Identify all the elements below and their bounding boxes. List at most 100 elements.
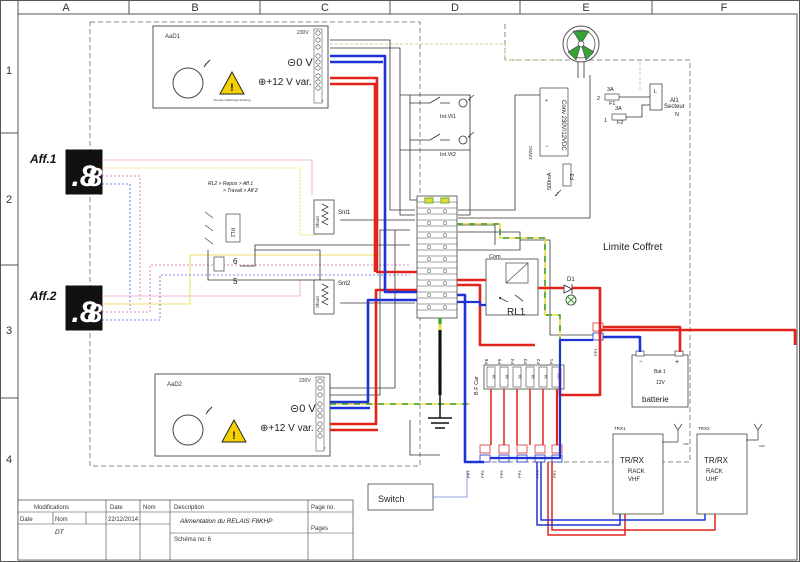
svg-text:.8: .8	[71, 296, 96, 329]
aad2-230v: 230V	[299, 378, 311, 384]
shunt1-text: Shunt	[315, 215, 320, 228]
svg-text:8: 8	[88, 298, 103, 328]
shunt-snt1: Shunt Snt1	[313, 199, 351, 235]
bat-voltage: 12V	[656, 380, 666, 386]
conv-minus: −	[545, 144, 549, 150]
rl2-note-1: RL2 > Repos > Aff.1	[208, 181, 253, 187]
control-wires	[330, 39, 600, 456]
row-label-4: 4	[6, 454, 12, 466]
bat-minus: −	[639, 359, 643, 365]
battery: − + Bat 1 12V batterie	[631, 350, 689, 408]
aad1-0v: ⊝0 V	[287, 57, 313, 69]
trx2-trrx: TR/RX	[704, 456, 729, 465]
display-aff2: Aff.2 .8 8	[29, 285, 103, 331]
fuse-pin-1: 1	[604, 118, 607, 124]
tb-date-value: 22/12/2014	[108, 517, 139, 523]
fuse-val-f6: 2A	[492, 374, 496, 379]
int-vt2-label: Int.Vt2	[440, 152, 456, 158]
fuse-f4: F4	[510, 358, 515, 364]
tb-page-no: Page no.	[311, 505, 335, 511]
secteur-label: Secteur	[664, 104, 685, 110]
switch-intvt1: Int.Vt1	[410, 94, 475, 120]
aad2-0v: ⊝0 V	[290, 403, 316, 415]
column-label-b: B	[191, 2, 198, 14]
switch-label: Switch	[378, 494, 405, 504]
row-header: 1 2 3 4	[0, 65, 18, 466]
fuse-val-f4: 2A	[518, 374, 522, 379]
fuse-f3: F3	[523, 358, 528, 364]
row-label-1: 1	[6, 65, 12, 77]
rl2-pin-6: 6	[233, 257, 238, 266]
pp2-label: PP2	[552, 470, 557, 478]
aad1-230v: 230V	[297, 30, 309, 36]
n-label: N	[675, 112, 679, 118]
tb-author: DT	[55, 529, 65, 536]
fuse-3a-2: 3A	[615, 106, 622, 112]
svg-text:!: !	[230, 82, 234, 94]
row-label-2: 2	[6, 194, 12, 206]
fan	[562, 25, 600, 78]
svg-text:8: 8	[88, 162, 103, 192]
antenna-icon	[746, 423, 763, 441]
aad2-12v: ⊕+12 V var.	[260, 423, 314, 434]
tb-date-head: Date	[110, 505, 123, 511]
fuse-block-label: B.F Car	[474, 376, 480, 395]
trx1-vhf: VHF	[628, 477, 640, 483]
aad2-adjust-icon	[205, 406, 213, 415]
column-label-f: F	[721, 2, 728, 14]
conv-out-label: 12VDC	[528, 145, 533, 160]
trx1-label: TRX1	[614, 426, 626, 431]
snt2-label: Snt2	[338, 281, 351, 287]
enclosure-right	[475, 24, 691, 463]
aad2-label: AaD2	[167, 382, 183, 388]
power-supply-aad1: AaD1 ! Attention Warnings Achtung 230V ⊝…	[152, 25, 329, 109]
rl2-pin-5: 5	[233, 277, 238, 286]
tb-modifications: Modifications	[34, 505, 69, 511]
title-block: Modifications Date Nom Date Nom Descript…	[17, 499, 354, 561]
warning-icon: !	[221, 418, 247, 443]
fuse-val-f5: 2A	[505, 374, 509, 379]
tb-schema: Schéma no: 6	[174, 537, 212, 543]
fuse-f1: F1	[549, 358, 554, 364]
fuse-pin-2: 2	[597, 96, 600, 102]
warning-icon: !	[219, 70, 245, 95]
rl1-com-label: Com	[489, 254, 501, 260]
aad1-12v: ⊕+12 V var.	[258, 77, 312, 88]
aad1-label: AaD1	[165, 34, 181, 40]
display-aff1: Aff.1 .8 8	[29, 149, 103, 195]
aff1-label: Aff.1	[29, 152, 57, 166]
relay-rl2: RL2 > Repos > Aff.1 > Travail > Aff.2 RL…	[204, 181, 410, 286]
radio-trx1: TRX1 TR/RX RACK VHF VHF	[612, 423, 689, 515]
aad2-dial	[172, 414, 204, 446]
shunt2-text: Shunt	[315, 295, 320, 308]
ma500-label: 500mA	[547, 172, 553, 190]
power-supply-aad2: AaD2 ! 230V ⊝0 V ⊕+12 V var. Var	[154, 373, 331, 457]
tb-nom-col: Nom	[55, 517, 68, 523]
int-vt1-label: Int.Vt1	[440, 114, 456, 120]
fuse-f6: F6	[484, 358, 489, 364]
pp1-label: PP1	[593, 348, 598, 356]
fuse-val-f3: 2A	[531, 374, 535, 379]
batterie-label: batterie	[642, 395, 669, 404]
trx2-uhf: UHF	[706, 477, 719, 483]
tb-description-head: Description	[174, 505, 204, 511]
svg-text:.8: .8	[71, 160, 96, 193]
pp7-label: PP7	[466, 470, 471, 478]
fuse-val-f2: 2A	[544, 374, 548, 379]
trx1-trrx: TR/RX	[620, 456, 645, 465]
fuse-f2-label: F2	[617, 120, 623, 126]
rl2-note-2: > Travail > Aff.2	[223, 188, 258, 194]
converter-230v-12vdc: Conv 230V/12VDC + − 12VDC 500mA F3	[528, 87, 576, 197]
trx1-rack: RACK	[628, 469, 645, 475]
conv-label: Conv 230V/12VDC	[560, 100, 566, 151]
indicator-lamp	[565, 294, 577, 306]
shunt-snt2: Shunt Snt2	[313, 279, 351, 315]
al1-label: Al1	[670, 98, 679, 104]
d1-label: D1	[567, 277, 575, 283]
pp6-label: PP6	[480, 470, 485, 478]
ant-vhf-label: VHF	[683, 442, 689, 446]
switch-intvt2: Int.Vt2	[410, 131, 475, 158]
mains-input: 3A 3A F1 F2 2 1 L Al1 Secteur N	[597, 60, 685, 126]
ant-uhf-label: UHF	[759, 444, 765, 448]
